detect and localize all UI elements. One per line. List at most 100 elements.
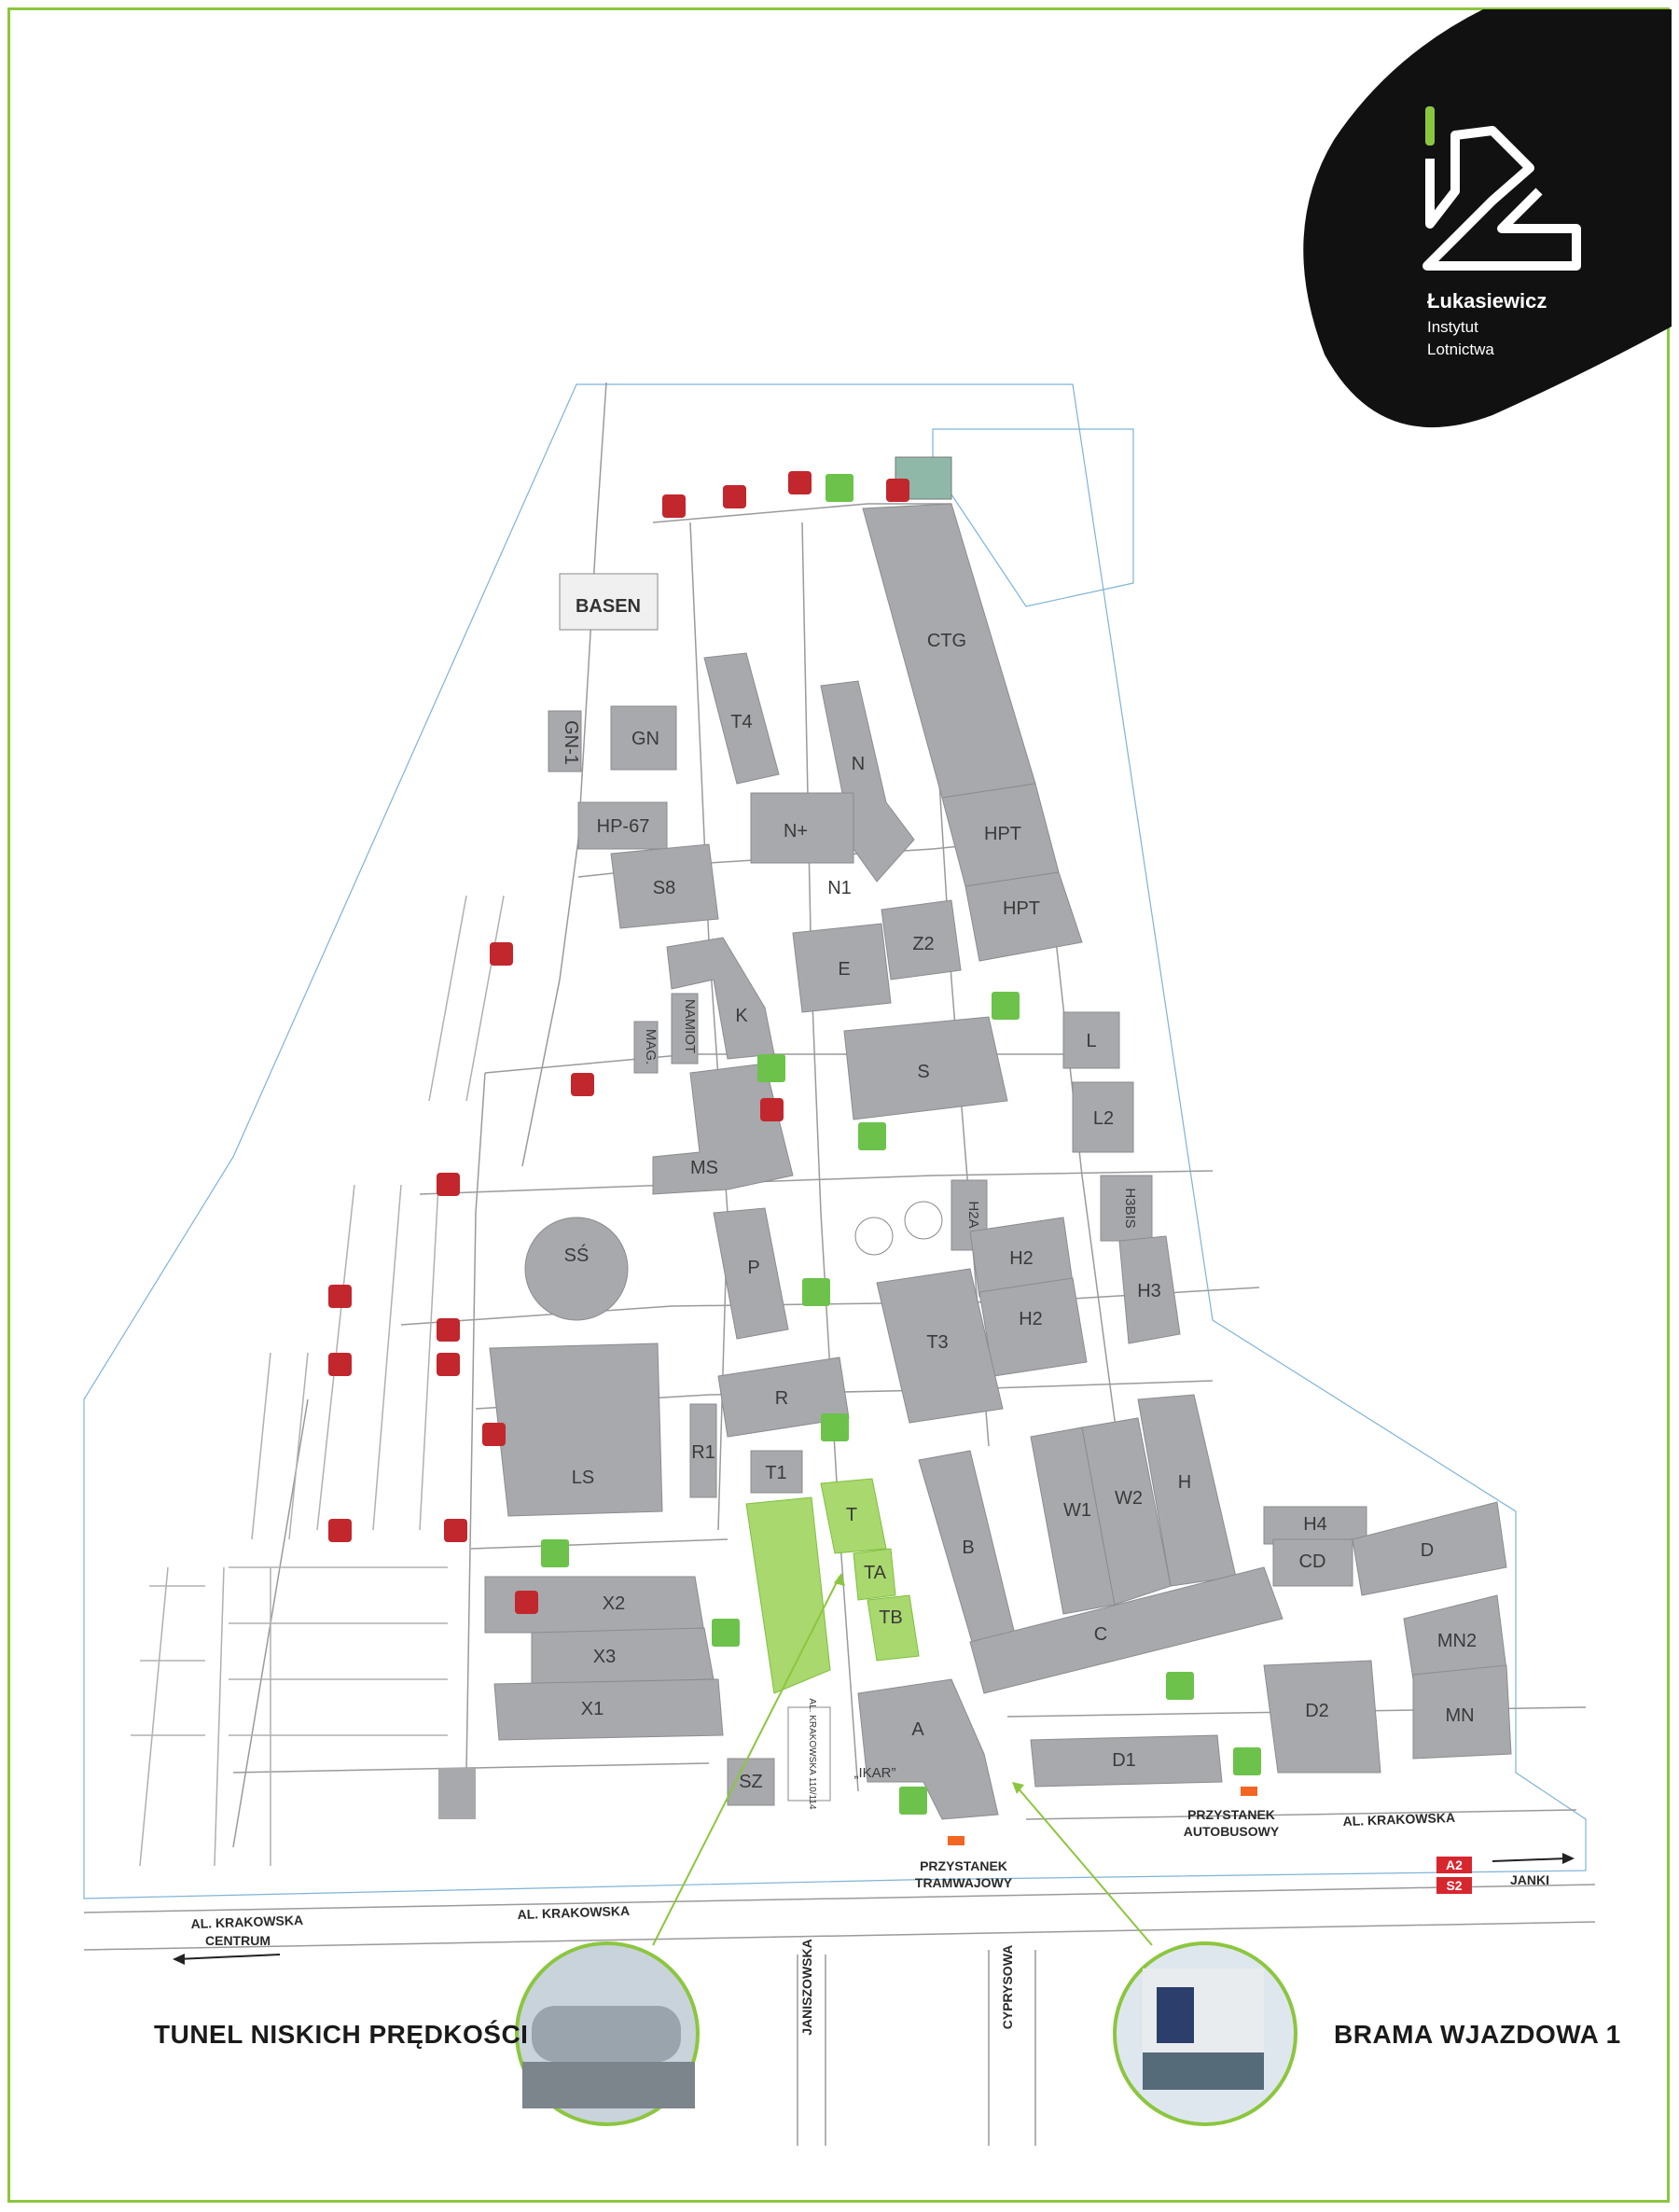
svg-text:GN: GN	[631, 729, 659, 749]
tunnel-arrow-head	[834, 1573, 845, 1586]
fire-extinguisher-icons	[328, 471, 909, 1614]
highlight-zone	[745, 1496, 831, 1694]
building-h3bis[interactable]: H3BIS	[1100, 1175, 1153, 1242]
tram-stop-label-2: TRAMWAJOWY	[915, 1875, 1013, 1890]
building-x1[interactable]: X1	[493, 1678, 724, 1741]
building-nplus[interactable]: N+	[750, 792, 854, 864]
building-e[interactable]: E	[792, 923, 892, 1013]
building-h4[interactable]: H4	[1263, 1506, 1367, 1545]
gray-block-parking	[438, 1768, 476, 1819]
assembly-point-icon	[1233, 1747, 1261, 1775]
building-w1[interactable]: W1	[1030, 1426, 1116, 1615]
fire-extinguisher-icon	[437, 1318, 460, 1342]
svg-text:L: L	[1086, 1031, 1096, 1051]
building-d1[interactable]: D1	[1030, 1734, 1223, 1788]
building-gn[interactable]: GN	[610, 705, 677, 771]
building-h3[interactable]: H3	[1118, 1235, 1181, 1344]
building-h[interactable]: H	[1137, 1394, 1237, 1587]
svg-text:MS: MS	[690, 1158, 718, 1178]
building-d2[interactable]: D2	[1263, 1660, 1381, 1774]
bus-stop-marker	[1241, 1787, 1257, 1796]
fire-extinguisher-icon	[437, 1173, 460, 1196]
building-gn1[interactable]: GN-1	[548, 710, 582, 772]
building-hpt-1[interactable]: HPT	[941, 783, 1060, 887]
svg-text:D2: D2	[1305, 1701, 1329, 1721]
street-label-krakowska-east: AL. KRAKOWSKA	[1342, 1810, 1455, 1829]
svg-text:NAMIOT: NAMIOT	[682, 999, 698, 1053]
building-namiot[interactable]: NAMIOT	[671, 993, 699, 1064]
building-l[interactable]: L	[1062, 1011, 1120, 1069]
building-mn2[interactable]: MN2	[1403, 1594, 1507, 1680]
building-b[interactable]: B	[918, 1450, 1018, 1652]
tunnel-leader-line	[652, 1576, 840, 1946]
building-ta[interactable]: TA	[853, 1548, 896, 1601]
svg-text:JANKI: JANKI	[1510, 1872, 1549, 1887]
street-label-janiszowska: JANISZOWSKA	[799, 1939, 814, 2035]
svg-text:R: R	[775, 1388, 788, 1409]
svg-text:CENTRUM: CENTRUM	[205, 1933, 271, 1948]
svg-text:N+: N+	[784, 821, 808, 842]
svg-text:MAG.: MAG.	[643, 1029, 659, 1064]
building-cd[interactable]: CD	[1272, 1538, 1353, 1587]
building-mn[interactable]: MN	[1412, 1664, 1512, 1760]
svg-text:H2A: H2A	[965, 1201, 981, 1228]
gate-callout-label: BRAMA WJAZDOWA 1	[1334, 2020, 1621, 2049]
bus-stop-label-2: AUTOBUSOWY	[1184, 1824, 1280, 1839]
campus-boundary	[83, 383, 1587, 1899]
building-r1[interactable]: R1	[689, 1403, 717, 1498]
building-t4[interactable]: T4	[703, 652, 780, 785]
assembly-point-icon	[899, 1787, 927, 1815]
building-ikar-label: „IKAR”	[854, 1765, 896, 1781]
building-hpt-2[interactable]: HPT	[964, 871, 1083, 962]
building-ss[interactable]: SŚ	[524, 1217, 629, 1321]
svg-text:P: P	[747, 1258, 759, 1278]
building-ctg[interactable]: CTG	[862, 503, 1036, 799]
building-l2[interactable]: L2	[1072, 1081, 1134, 1153]
svg-text:Z2: Z2	[912, 934, 934, 954]
svg-text:B: B	[962, 1537, 974, 1558]
building-k[interactable]: K	[666, 937, 775, 1060]
svg-text:X1: X1	[581, 1699, 604, 1719]
building-d[interactable]: D	[1352, 1501, 1507, 1596]
building-mag[interactable]: MAG.	[633, 1021, 659, 1074]
svg-text:TA: TA	[864, 1563, 887, 1583]
tunnel-callout-label: TUNEL NISKICH PRĘDKOŚCI	[154, 2020, 529, 2049]
building-t3[interactable]: T3	[876, 1268, 1004, 1424]
building-s8[interactable]: S8	[610, 843, 719, 929]
svg-text:T: T	[846, 1505, 857, 1525]
svg-text:C: C	[1094, 1624, 1107, 1645]
building-p[interactable]: P	[713, 1207, 789, 1340]
svg-text:H: H	[1178, 1472, 1191, 1493]
svg-text:W2: W2	[1115, 1488, 1143, 1509]
assembly-point-icon	[826, 474, 853, 502]
building-tb[interactable]: TB	[867, 1594, 920, 1662]
svg-text:S: S	[917, 1062, 929, 1082]
building-ls[interactable]: LS	[489, 1343, 663, 1517]
building-ms[interactable]: MS	[652, 1063, 794, 1195]
building-c[interactable]: C	[969, 1566, 1284, 1694]
fire-extinguisher-icon	[482, 1423, 506, 1446]
tram-stop-marker	[948, 1836, 964, 1845]
building-t1[interactable]: T1	[750, 1450, 803, 1494]
tunnel-photo[interactable]	[515, 1941, 700, 2126]
building-s[interactable]: S	[843, 1016, 1008, 1120]
building-x3[interactable]: X3	[531, 1627, 715, 1685]
svg-text:MN2: MN2	[1437, 1631, 1477, 1651]
building-t[interactable]: T	[820, 1478, 887, 1554]
svg-text:Instytut: Instytut	[1427, 318, 1478, 336]
map-frame	[7, 7, 1670, 2203]
svg-text:H3: H3	[1137, 1281, 1161, 1301]
building-z2[interactable]: Z2	[881, 899, 962, 981]
fire-extinguisher-icon	[437, 1353, 460, 1376]
building-hp67[interactable]: HP-67	[577, 801, 668, 850]
building-a[interactable]: A	[857, 1678, 999, 1820]
gate-arrow-head	[1012, 1782, 1024, 1794]
svg-text:TB: TB	[879, 1607, 903, 1628]
building-basen[interactable]: BASEN	[559, 573, 659, 631]
building-n1-label[interactable]: N1	[827, 878, 852, 898]
building-h2-south[interactable]: H2	[978, 1277, 1088, 1377]
fire-extinguisher-icon	[490, 942, 513, 966]
gate-photo[interactable]	[1113, 1941, 1297, 2126]
svg-text:SŚ: SŚ	[564, 1244, 590, 1266]
